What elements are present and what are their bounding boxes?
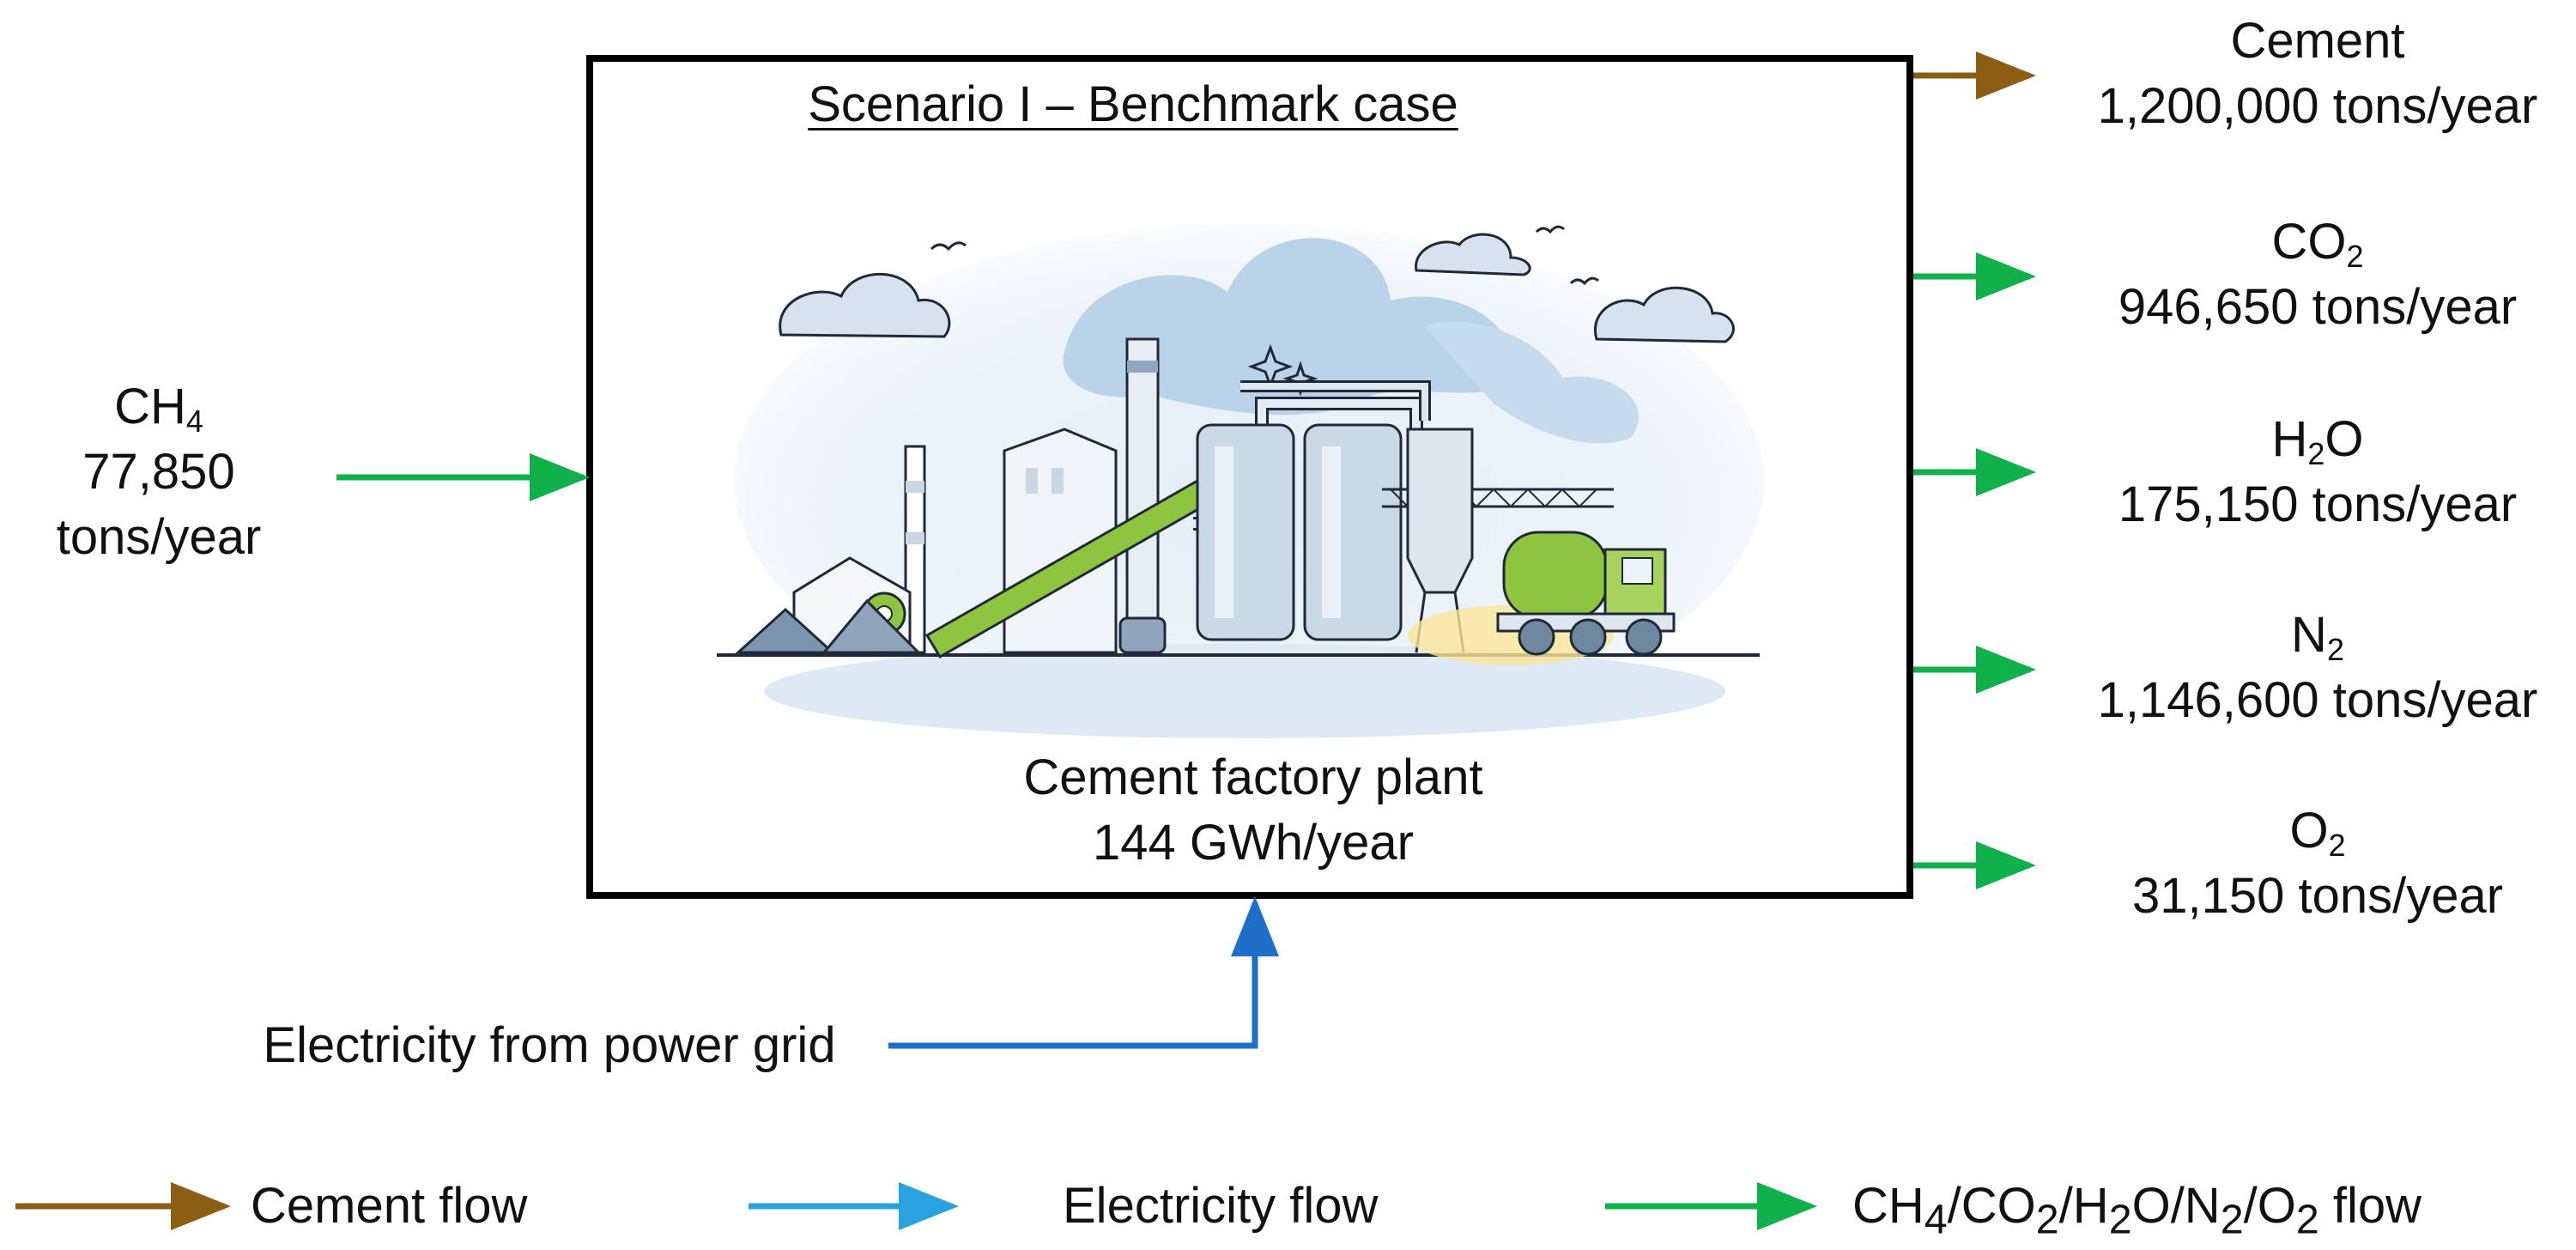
electricity-input-arrow <box>888 896 1279 1049</box>
n2-amount: 1,146,600 tons/year <box>2097 672 2538 728</box>
plant-title: Scenario I – Benchmark case <box>808 76 1458 132</box>
co2-amount: 946,650 tons/year <box>2118 279 2518 335</box>
n2-species: N2 <box>2291 607 2344 668</box>
co2-species: CO2 <box>2271 214 2364 275</box>
h2o-amount: 175,150 tons/year <box>2118 476 2518 532</box>
o2-amount: 31,150 tons/year <box>2131 868 2504 924</box>
ch4-amount: 77,850 <box>82 444 235 500</box>
cement-output-label: Cement 1,200,000 tons/year <box>2043 9 2576 139</box>
mixer-truck-icon <box>1496 531 1676 656</box>
ch4-input-label: CH4 77,850 tons/year <box>17 374 300 570</box>
o2-output-label: O2 31,150 tons/year <box>2043 798 2576 929</box>
h2o-output-label: H2O 175,150 tons/year <box>2043 407 2576 537</box>
o2-species: O2 <box>2289 803 2346 864</box>
legend-electricity-label: Electricity flow <box>1063 1178 1379 1234</box>
cement-name: Cement <box>2230 13 2405 69</box>
cement-factory-illustration <box>717 223 1764 738</box>
ch4-unit: tons/year <box>56 509 262 565</box>
ch4-species: CH4 <box>114 379 203 440</box>
plant-energy: 144 GWh/year <box>1093 815 1414 871</box>
legend-gas-label: CH4/CO2/H2O/N2/O2 flow <box>1852 1178 2421 1243</box>
n2-output-label: N2 1,146,600 tons/year <box>2043 603 2576 733</box>
electricity-input-label: Electricity from power grid <box>263 1017 836 1073</box>
cement-amount: 1,200,000 tons/year <box>2097 78 2538 134</box>
plant-name: Cement factory plant <box>1023 749 1483 805</box>
h2o-species: H2O <box>2271 411 2364 472</box>
co2-output-label: CO2 946,650 tons/year <box>2043 209 2576 340</box>
legend-cement-label: Cement flow <box>251 1178 528 1234</box>
plant-caption: Cement factory plant 144 GWh/year <box>858 745 1648 876</box>
